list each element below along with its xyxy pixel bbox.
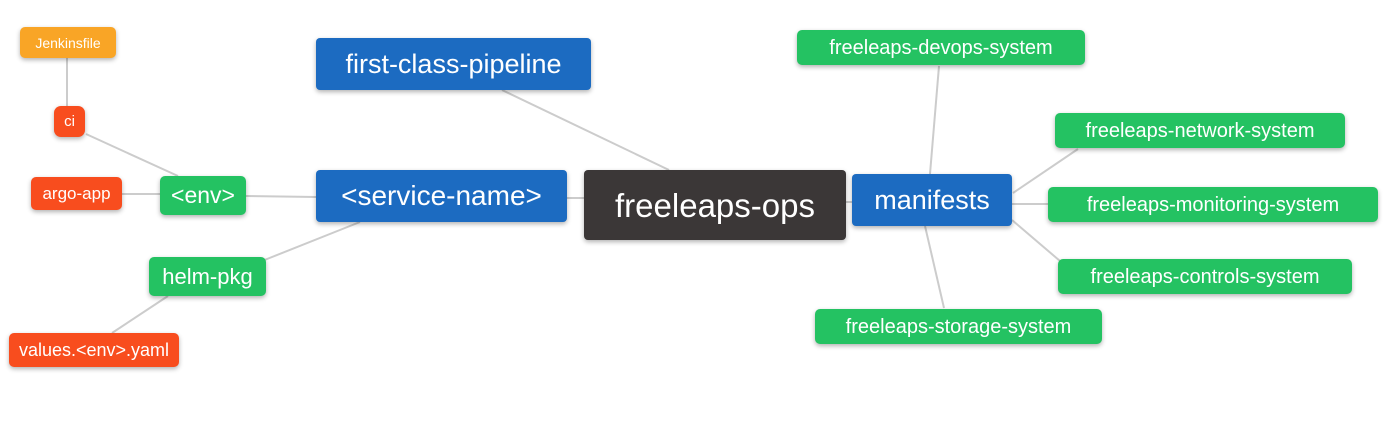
edge-service-name-helm-pkg bbox=[261, 221, 361, 262]
node-freeleaps-monitoring-system[interactable]: freeleaps-monitoring-system bbox=[1048, 187, 1378, 222]
edge-manifests-controls bbox=[1011, 219, 1061, 262]
edge-ci-env bbox=[85, 133, 179, 177]
node-freeleaps-controls-system[interactable]: freeleaps-controls-system bbox=[1058, 259, 1352, 294]
node-helm-pkg[interactable]: helm-pkg bbox=[149, 257, 266, 296]
node-freeleaps-devops-system[interactable]: freeleaps-devops-system bbox=[797, 30, 1085, 65]
node-freeleaps-network-system[interactable]: freeleaps-network-system bbox=[1055, 113, 1345, 148]
edge-manifests-network bbox=[1012, 148, 1079, 194]
node-freeleaps-storage-system[interactable]: freeleaps-storage-system bbox=[815, 309, 1102, 344]
node-manifests[interactable]: manifests bbox=[852, 174, 1012, 226]
node-env[interactable]: <env> bbox=[160, 176, 246, 215]
edge-manifests-storage bbox=[924, 225, 945, 309]
edge-manifests-devops bbox=[929, 65, 940, 175]
edge-pipeline-root bbox=[501, 89, 670, 171]
node-values-env-yaml[interactable]: values.<env>.yaml bbox=[9, 333, 179, 367]
node-argo-app[interactable]: argo-app bbox=[31, 177, 122, 210]
node-freeleaps-ops-root[interactable]: freeleaps-ops bbox=[584, 170, 846, 240]
node-jenkinsfile[interactable]: Jenkinsfile bbox=[20, 27, 116, 58]
node-service-name[interactable]: <service-name> bbox=[316, 170, 567, 222]
edge-helm-pkg-values bbox=[111, 295, 169, 334]
edge-env-service-name bbox=[245, 195, 317, 198]
node-first-class-pipeline[interactable]: first-class-pipeline bbox=[316, 38, 591, 90]
node-ci[interactable]: ci bbox=[54, 106, 85, 137]
